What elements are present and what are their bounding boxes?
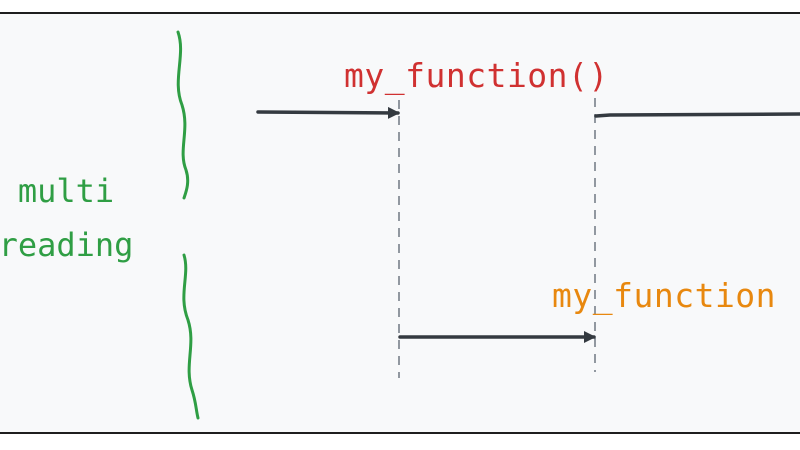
group-label-line1: multi [17,172,115,210]
top-function-call-label: my_function() [344,56,609,95]
bottom-function-call-label: my_function [552,276,777,315]
group-label-line2: reading [0,226,134,264]
upper-brace [176,30,190,200]
top-call-arrow [256,106,400,119]
top-return-line [594,112,800,118]
lower-brace [182,253,200,420]
diagram-frame [0,12,800,434]
group-label: multi reading [0,164,176,272]
